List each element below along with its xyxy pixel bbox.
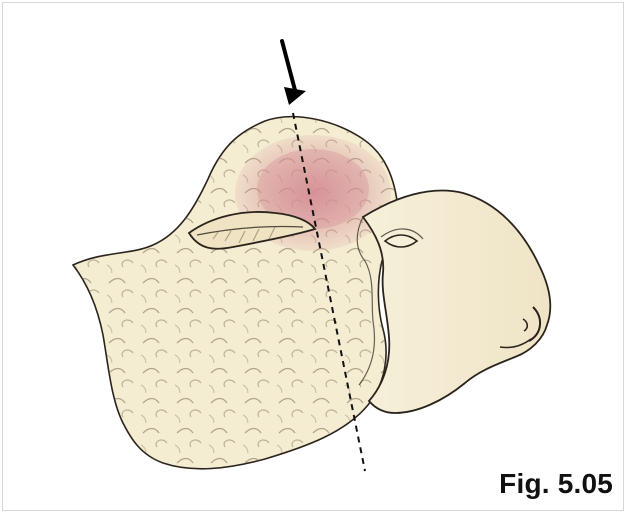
sheep-head-illustration	[3, 3, 624, 511]
figure-label: Fig. 5.05	[499, 468, 613, 500]
sheep-face	[363, 190, 550, 413]
down-arrow-icon	[284, 87, 306, 105]
arrow-shaft	[282, 41, 296, 94]
